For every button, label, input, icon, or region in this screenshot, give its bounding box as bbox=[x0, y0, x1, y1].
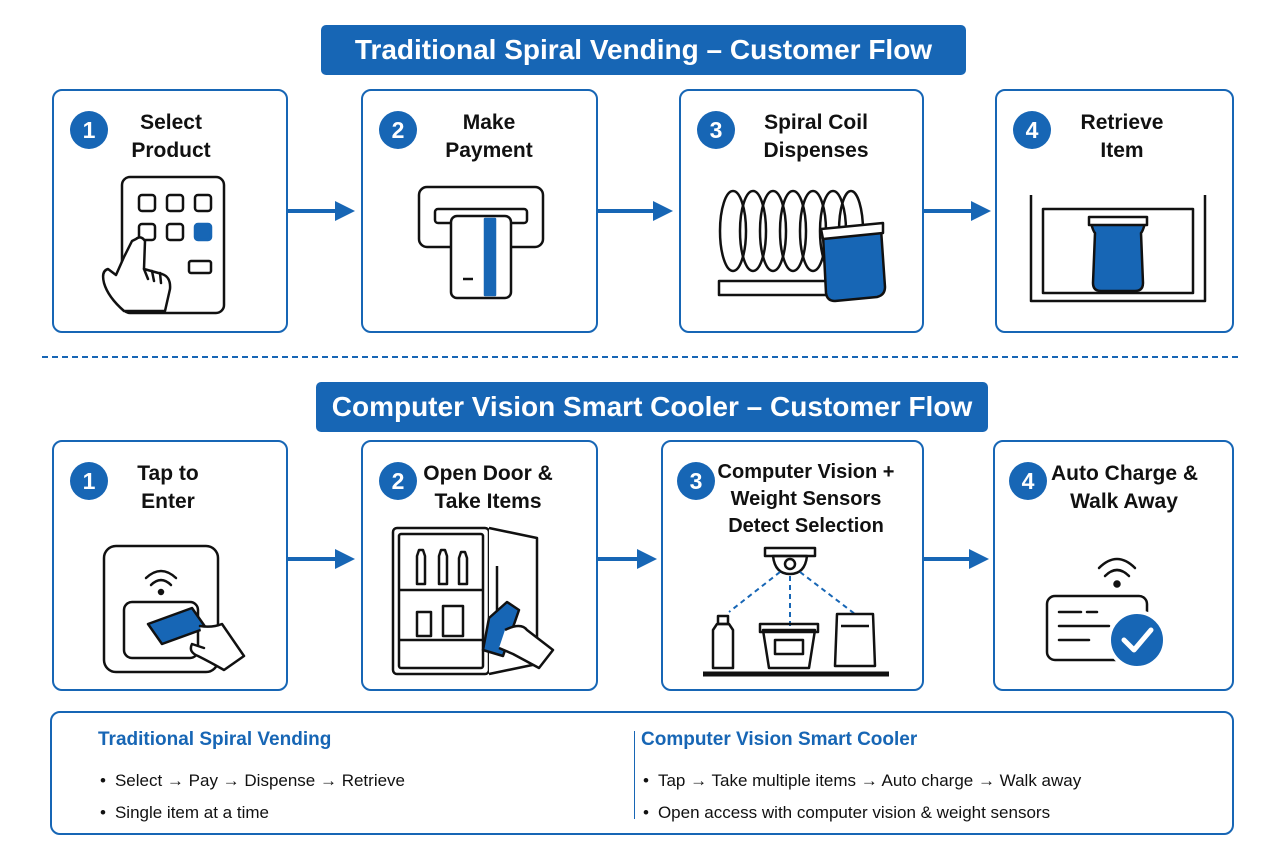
summary-bullet: Tap → Take multiple items → Auto charge … bbox=[641, 765, 1081, 797]
camera-sensors-icon bbox=[703, 546, 889, 677]
step-number-badge: 3 bbox=[697, 111, 735, 149]
step-number-badge: 1 bbox=[70, 462, 108, 500]
flow-arrow bbox=[287, 549, 355, 569]
spiral-coil-icon bbox=[717, 189, 887, 303]
step-number-badge: 2 bbox=[379, 462, 417, 500]
summary-heading: Traditional Spiral Vending bbox=[98, 729, 332, 750]
summary-divider bbox=[634, 731, 635, 819]
flow-arrow bbox=[923, 549, 989, 569]
summary-bullet: Select → Pay → Dispense → Retrieve bbox=[98, 765, 405, 797]
summary-smart-cooler: Computer Vision Smart Cooler Tap → Take … bbox=[641, 729, 1081, 829]
summary-bullet: Single item at a time bbox=[98, 797, 405, 829]
step-label: Auto Charge &Walk Away bbox=[1051, 462, 1198, 513]
step-number-badge: 1 bbox=[70, 111, 108, 149]
traditional-flow-title: Traditional Spiral Vending – Customer Fl… bbox=[321, 25, 966, 75]
smart-step-2: 2 Open Door &Take Items bbox=[361, 440, 598, 691]
step-number-badge: 4 bbox=[1013, 111, 1051, 149]
auto-charge-check-icon bbox=[1045, 557, 1167, 670]
flow-arrow bbox=[597, 201, 673, 221]
keypad-hand-icon bbox=[101, 175, 226, 315]
flow-arrow bbox=[597, 549, 657, 569]
step-number-badge: 4 bbox=[1009, 462, 1047, 500]
comparison-summary: Traditional Spiral Vending Select → Pay … bbox=[50, 711, 1234, 835]
summary-bullet: Open access with computer vision & weigh… bbox=[641, 797, 1081, 829]
step-number-badge: 2 bbox=[379, 111, 417, 149]
tap-card-reader-icon bbox=[102, 544, 246, 674]
flow-arrow bbox=[923, 201, 991, 221]
section-divider bbox=[42, 356, 1238, 358]
retrieval-bin-icon bbox=[1029, 195, 1207, 303]
smart-cooler-flow-title: Computer Vision Smart Cooler – Customer … bbox=[316, 382, 988, 432]
open-cooler-icon bbox=[391, 526, 555, 676]
summary-heading: Computer Vision Smart Cooler bbox=[641, 729, 918, 750]
card-reader-icon bbox=[417, 185, 545, 300]
flow-arrow bbox=[287, 201, 355, 221]
summary-traditional: Traditional Spiral Vending Select → Pay … bbox=[98, 729, 405, 829]
smart-step-4: 4 Auto Charge &Walk Away bbox=[993, 440, 1234, 691]
step-number-badge: 3 bbox=[677, 462, 715, 500]
step-label: Open Door &Take Items bbox=[423, 462, 553, 513]
